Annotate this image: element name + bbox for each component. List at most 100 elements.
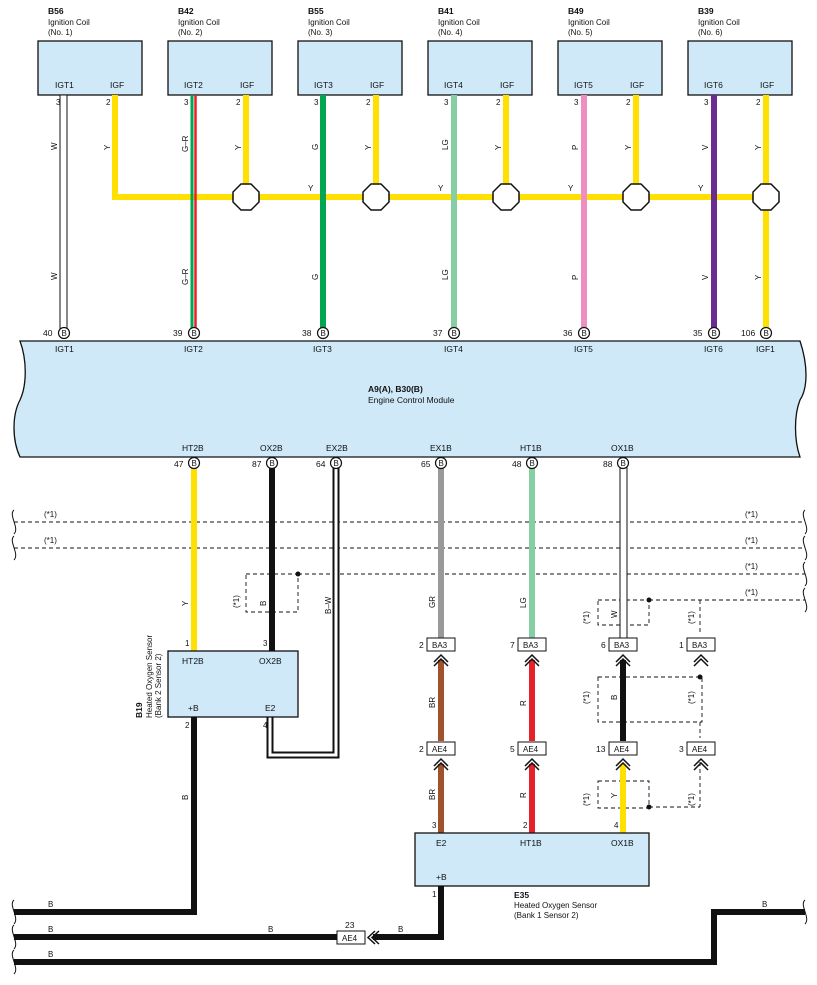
connector-box xyxy=(608,741,638,756)
igt-wires xyxy=(59,94,717,334)
pin-label: IGF xyxy=(110,80,124,90)
break-mark xyxy=(802,561,808,587)
wire-label: LG xyxy=(519,597,528,608)
wire-label: Y xyxy=(610,792,619,798)
pin-label: IGT6 xyxy=(704,344,723,354)
connector-letter: B xyxy=(582,329,587,338)
pin-number: 2 xyxy=(496,98,501,107)
wire-label: B xyxy=(48,950,53,959)
chevron-left-icon xyxy=(366,930,376,945)
coil-code: B41 xyxy=(438,6,454,16)
coil-name: Ignition Coil xyxy=(698,18,740,27)
ba3-pin-6: BA3 6 xyxy=(601,637,638,667)
coil-box xyxy=(427,40,533,96)
ecm-pin-ox1b: B 88 xyxy=(603,456,630,470)
pin-label: IGF xyxy=(760,80,774,90)
pin-label: EX1B xyxy=(430,443,452,453)
option-note: (*1) xyxy=(44,536,57,545)
chevron-up-icon xyxy=(693,757,709,767)
ecm-pin-igt4: B 37 IGT4 xyxy=(433,326,463,354)
chevron-up-icon xyxy=(433,761,449,771)
wire-label: R xyxy=(519,792,528,798)
pin-label: IGT6 xyxy=(704,80,723,90)
sensor-code: B19 xyxy=(134,702,144,718)
ecm-pin-igt2: B 39 IGT2 xyxy=(173,326,203,354)
pin-number: 2 xyxy=(523,821,528,830)
connector-b-icon xyxy=(265,456,279,470)
option-notes: (*1) (*1) (*1) (*1) (*1) (*1) (*1) (*1) … xyxy=(44,510,758,806)
pin-label: IGF xyxy=(630,80,644,90)
option-note: (*1) xyxy=(745,588,758,597)
ecm-pin-igf1: B 106 IGF1 xyxy=(741,326,775,354)
wire-label: Y xyxy=(754,144,763,150)
junction-dot xyxy=(646,597,652,603)
ae4-pin-13: AE4 13 xyxy=(596,741,638,771)
break-mark xyxy=(11,535,17,561)
connector-name: AE4 xyxy=(432,745,448,754)
ba3-pin-1: BA3 1 xyxy=(679,637,716,667)
bus-wire-label: Y xyxy=(698,184,704,193)
ae4-pin-2: AE4 2 xyxy=(419,741,456,771)
wire-label: BR xyxy=(428,789,437,800)
coil-number: (No. 5) xyxy=(568,28,593,37)
break-mark xyxy=(11,924,17,950)
wire-label: P xyxy=(571,275,580,280)
wire-label: G xyxy=(311,274,320,280)
coil-code: B39 xyxy=(698,6,714,16)
coil-b41: B41 Ignition Coil (No. 4) IGT4 IGF 3 2 xyxy=(427,6,533,107)
ae4-pin-5: AE4 5 xyxy=(510,741,547,771)
sensor-e35: E2 HT1B OX1B +B 3 2 4 1 E35 Heated Oxyge… xyxy=(414,821,650,920)
connector-b-icon xyxy=(616,456,630,470)
splice-icon xyxy=(622,183,650,211)
connector-box xyxy=(336,930,366,945)
pin-label: OX1B xyxy=(611,443,634,453)
wire-label: Y xyxy=(754,274,763,280)
pin-number: 64 xyxy=(316,459,326,469)
pin-label: IGT1 xyxy=(55,344,74,354)
pin-label: IGF1 xyxy=(756,344,775,354)
chevron-up-icon xyxy=(524,653,540,663)
pin-label: E2 xyxy=(265,703,276,713)
splice-icon xyxy=(752,183,780,211)
pin-number: 36 xyxy=(563,328,573,338)
chevron-up-icon xyxy=(615,761,631,771)
wire-label: B–W xyxy=(324,596,333,614)
pin-number: 3 xyxy=(704,98,709,107)
coil-number: (No. 2) xyxy=(178,28,203,37)
splice-icon xyxy=(362,183,390,211)
connector-b-icon xyxy=(759,326,773,340)
coil-number: (No. 1) xyxy=(48,28,73,37)
coil-b49: B49 Ignition Coil (No. 5) IGT5 IGF 3 2 xyxy=(557,6,663,107)
chevron-up-icon xyxy=(615,657,631,667)
sensor-code: E35 xyxy=(514,890,529,900)
ecm-pin-ht1b: B 48 xyxy=(512,456,539,470)
pin-label: IGT4 xyxy=(444,344,463,354)
pin-label: IGT2 xyxy=(184,80,203,90)
wire-label: LG xyxy=(441,139,450,150)
option-note: (*1) xyxy=(745,536,758,545)
connector-box xyxy=(426,741,456,756)
pin-number: 2 xyxy=(236,98,241,107)
pin-number: 6 xyxy=(601,640,606,650)
pin-label: OX2B xyxy=(259,656,282,666)
wire-b19-ground xyxy=(14,717,197,915)
connector-b-icon xyxy=(525,456,539,470)
coil-name: Ignition Coil xyxy=(308,18,350,27)
pin-label: IGT4 xyxy=(444,80,463,90)
ecm-pin-ex1b: B 65 xyxy=(421,456,448,470)
option-dots xyxy=(295,571,703,810)
coil-b39: B39 Ignition Coil (No. 6) IGT6 IGF 3 2 xyxy=(687,6,793,107)
bus-wire-label: Y xyxy=(438,184,444,193)
option-note: (*1) xyxy=(582,793,591,806)
chevron-up-icon xyxy=(433,653,449,663)
connector-b-icon xyxy=(577,326,591,340)
connector-b-icon xyxy=(447,326,461,340)
sensor-detail: (Bank 2 Sensor 2) xyxy=(154,653,163,718)
top-wire-labels: W W Y G–R G–R Y G G Y LG LG Y P P Y V V … xyxy=(50,135,763,285)
wire-label: Y xyxy=(181,600,190,606)
pin-label: HT2B xyxy=(182,656,204,666)
wire-label: Y xyxy=(624,144,633,150)
connector-name: AE4 xyxy=(614,745,630,754)
